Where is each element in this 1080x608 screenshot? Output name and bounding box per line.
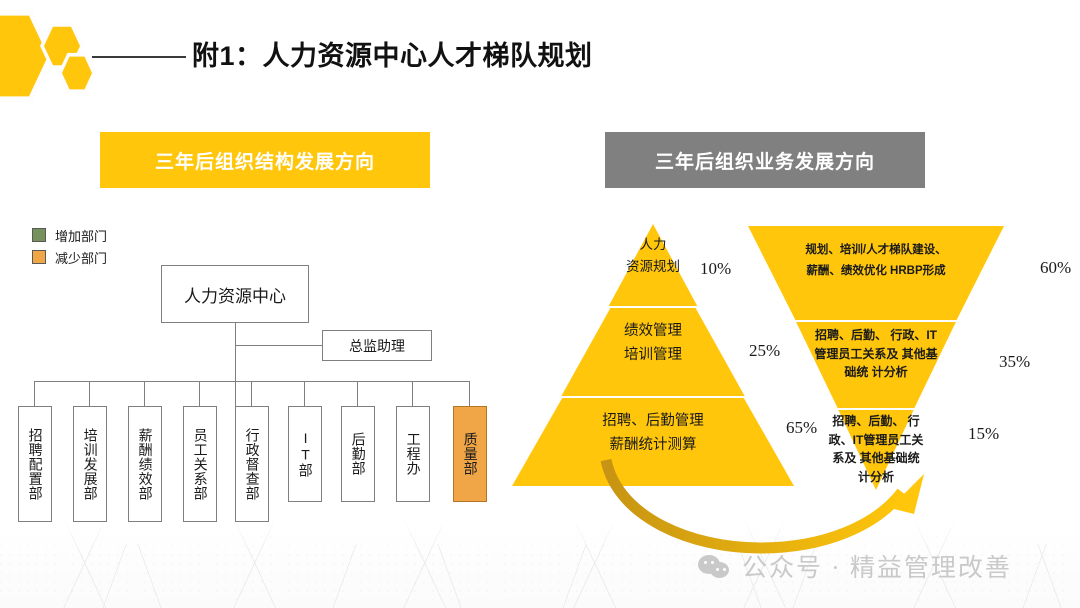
org-drop-7 xyxy=(357,381,358,406)
org-dept-recruitment[interactable]: 招聘配置部 xyxy=(18,406,52,522)
legend-swatch-add-icon xyxy=(32,228,46,242)
legend-swatch-remove-icon xyxy=(32,250,46,264)
wechat-dot-2 xyxy=(711,561,714,564)
org-connector-bus xyxy=(34,381,470,382)
org-connector-root-stem xyxy=(235,323,236,406)
funnel-percent-middle: 35% xyxy=(999,352,1031,371)
org-drop-1 xyxy=(34,381,35,406)
org-drop-2 xyxy=(89,381,90,406)
org-dept-quality[interactable]: 质量部 xyxy=(453,406,487,502)
org-connector-assistant xyxy=(235,345,322,346)
pyramid-percent-top: 10% xyxy=(700,259,732,278)
page-title: 附1：人力资源中心人才梯队规划 xyxy=(192,41,593,71)
pyramid-layer-bottom[interactable] xyxy=(512,398,794,486)
org-drop-6 xyxy=(304,381,305,406)
legend-item-add: 增加部门 xyxy=(32,224,107,246)
wechat-dot-4 xyxy=(723,568,726,571)
title-rule-divider xyxy=(92,56,186,58)
org-dept-engineering[interactable]: 工程办 xyxy=(396,406,430,502)
org-dept-compensation[interactable]: 薪酬绩效部 xyxy=(128,406,162,522)
org-node-root[interactable]: 人力资源中心 xyxy=(161,265,309,323)
legend-item-remove: 减少部门 xyxy=(32,246,107,268)
org-dept-employee-relations[interactable]: 员工关系部 xyxy=(183,406,217,522)
section-banner-business: 三年后组织业务发展方向 xyxy=(605,132,925,188)
funnel-layer-middle[interactable] xyxy=(796,322,956,408)
funnel-layer-top[interactable] xyxy=(748,226,1004,320)
wechat-dot-1 xyxy=(704,561,707,564)
legend: 增加部门 减少部门 xyxy=(32,224,107,268)
org-drop-5 xyxy=(251,381,252,406)
watermark-text: 公众号 · 精益管理改善 xyxy=(742,555,1012,582)
funnel-percent-top: 60% xyxy=(1040,258,1072,277)
transition-arrow-container xyxy=(584,452,944,564)
legend-label-add: 增加部门 xyxy=(55,228,108,244)
org-node-assistant[interactable]: 总监助理 xyxy=(322,330,432,361)
org-dept-training[interactable]: 培训发展部 xyxy=(73,406,107,522)
watermark: 公众号 · 精益管理改善 xyxy=(698,548,1012,584)
org-drop-9 xyxy=(469,381,470,406)
pyramid-percent-middle: 25% xyxy=(749,341,781,360)
org-dept-it[interactable]: IT部 xyxy=(288,406,322,502)
org-dept-admin-supervision[interactable]: 行政督查部 xyxy=(235,406,269,522)
funnel-percent-bottom: 15% xyxy=(968,424,1000,443)
legend-label-remove: 减少部门 xyxy=(55,250,108,266)
background-texture-lines xyxy=(0,544,1080,608)
org-drop-4 xyxy=(199,381,200,406)
org-dept-logistics[interactable]: 后勤部 xyxy=(341,406,375,502)
wechat-icon xyxy=(698,553,732,579)
section-banner-structure: 三年后组织结构发展方向 xyxy=(100,132,430,188)
curved-arrow-icon xyxy=(600,458,924,554)
org-drop-3 xyxy=(144,381,145,406)
org-drop-8 xyxy=(412,381,413,406)
funnel-chart: 规划、培训/人才梯队建设、 薪酬、绩效优化 HRBP形成 招聘、后勤、 行政、I… xyxy=(748,226,1004,490)
wechat-dot-3 xyxy=(716,568,719,571)
pyramid-percent-bottom: 65% xyxy=(786,418,818,437)
hexagon-icon-large xyxy=(0,15,48,97)
wechat-bubble-small xyxy=(710,562,729,578)
